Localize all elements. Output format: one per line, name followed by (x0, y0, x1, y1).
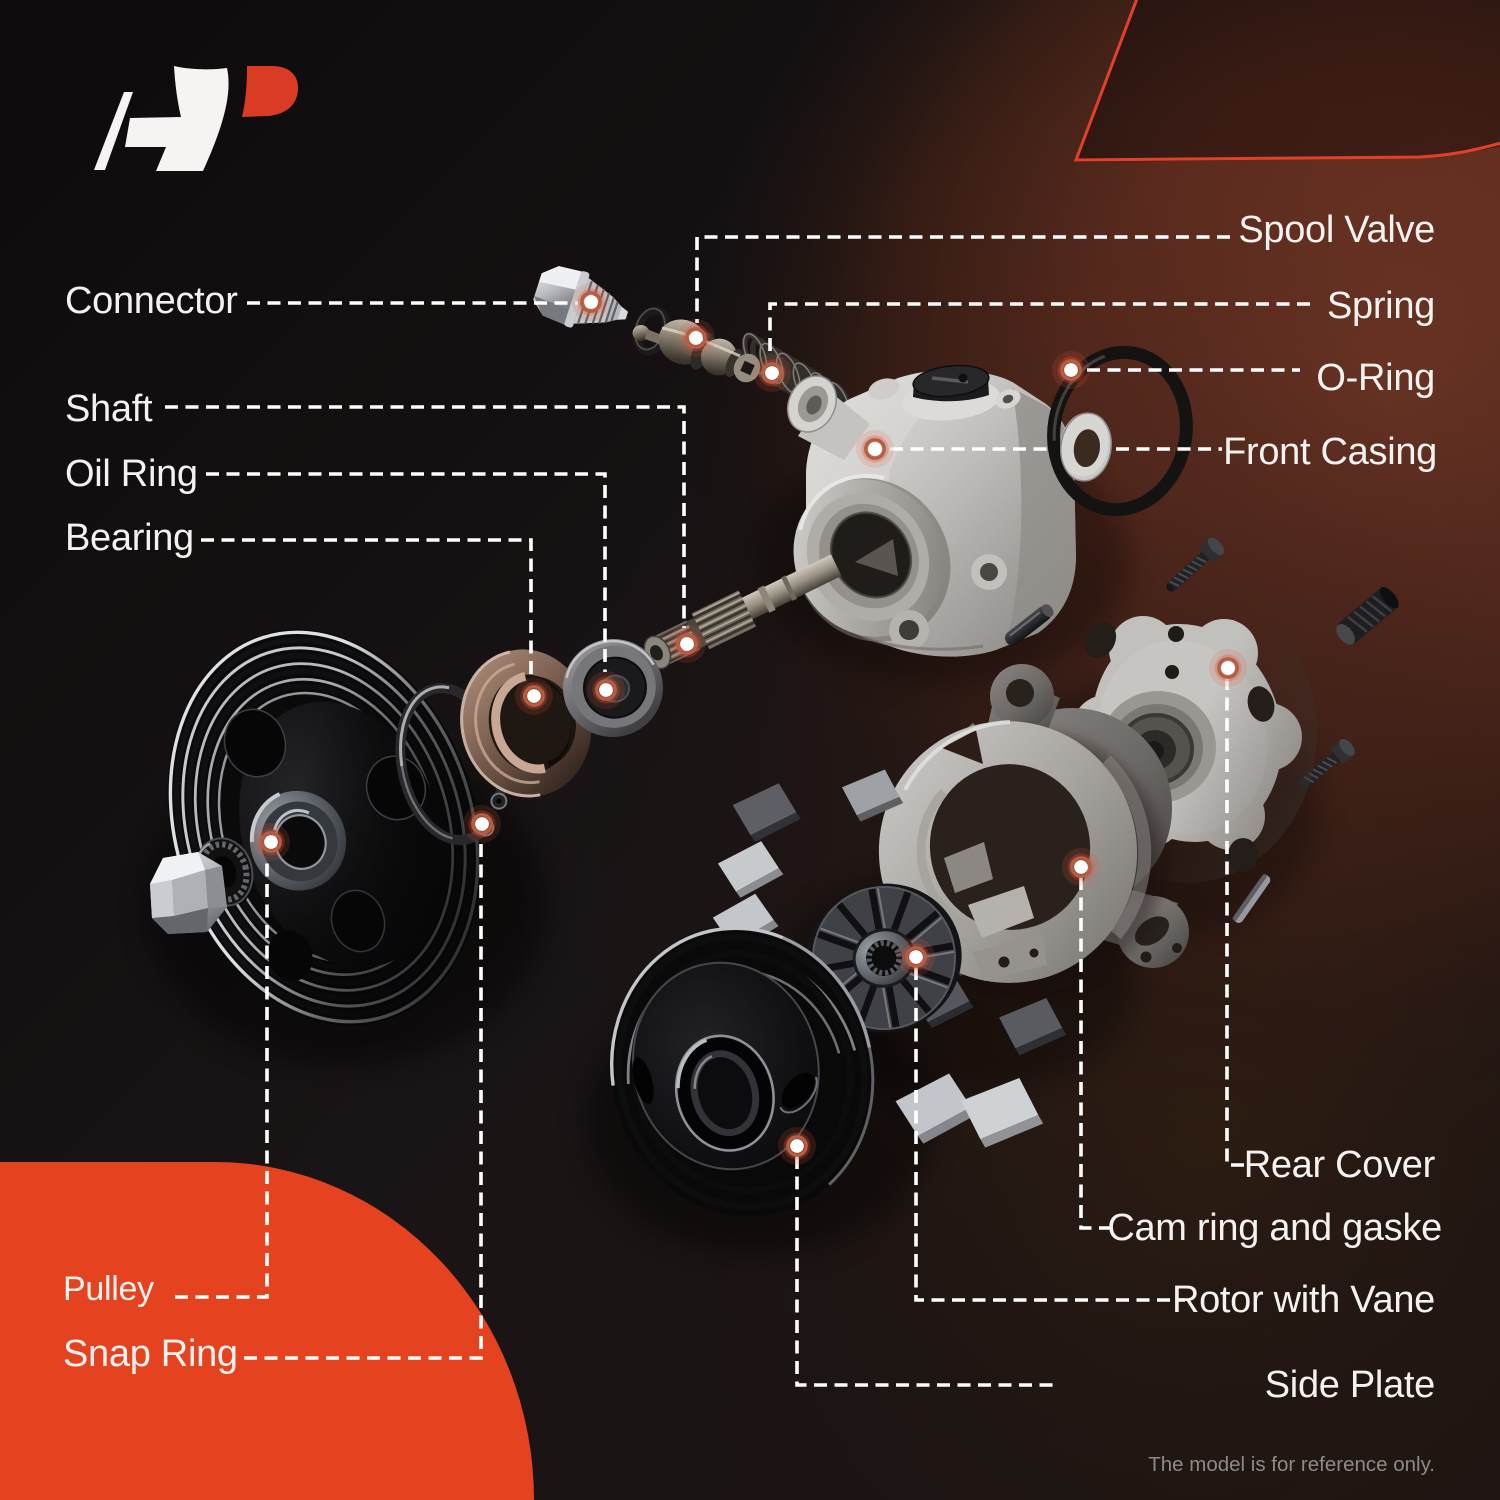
svg-text:Rotor with Vane: Rotor with Vane (1172, 1279, 1435, 1321)
svg-text:Front Casing: Front Casing (1223, 431, 1437, 473)
svg-text:Spool Valve: Spool Valve (1238, 209, 1435, 251)
svg-text:The model is for reference onl: The model is for reference only. (1148, 1453, 1435, 1476)
svg-text:Shaft: Shaft (65, 388, 153, 430)
svg-text:Oil Ring: Oil Ring (65, 453, 198, 495)
svg-text:Spring: Spring (1327, 285, 1435, 327)
svg-text:Side Plate: Side Plate (1265, 1364, 1435, 1406)
svg-text:O-Ring: O-Ring (1316, 357, 1435, 399)
svg-text:Cam ring and gaske: Cam ring and gaske (1107, 1207, 1442, 1249)
svg-text:Bearing: Bearing (65, 517, 194, 559)
svg-text:Rear Cover: Rear Cover (1244, 1144, 1436, 1186)
svg-text:Snap Ring: Snap Ring (63, 1333, 238, 1375)
svg-text:Connector: Connector (65, 280, 238, 322)
svg-text:Pulley: Pulley (63, 1270, 154, 1308)
